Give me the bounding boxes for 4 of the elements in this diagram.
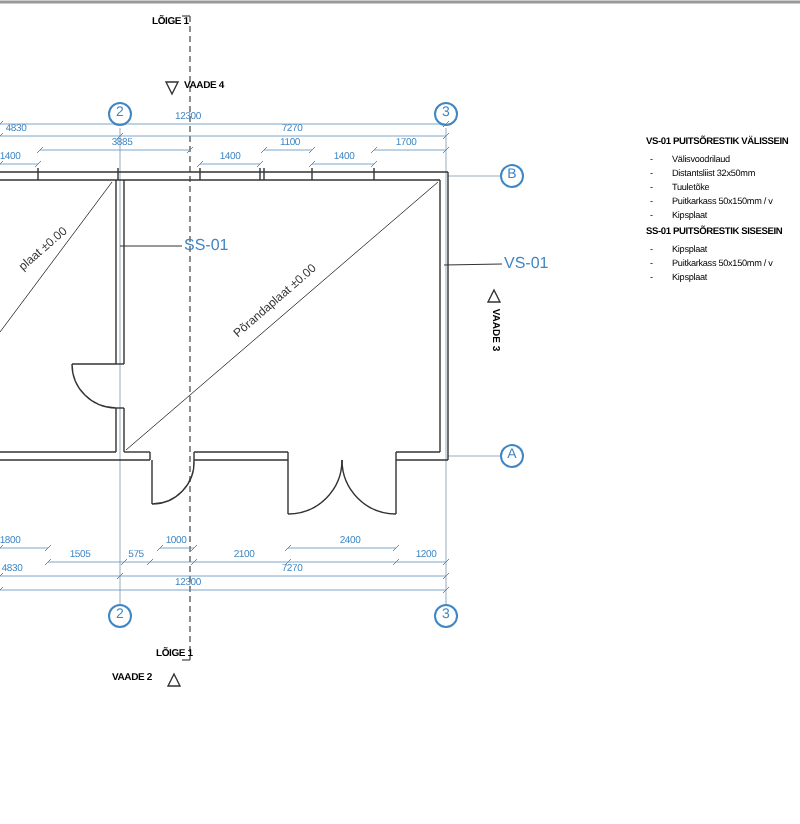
- wall-type-tag: SS-01: [184, 238, 229, 254]
- leader-line: [443, 263, 503, 266]
- wall-type-tag: VS-01: [504, 256, 549, 272]
- leader-line: [119, 245, 183, 247]
